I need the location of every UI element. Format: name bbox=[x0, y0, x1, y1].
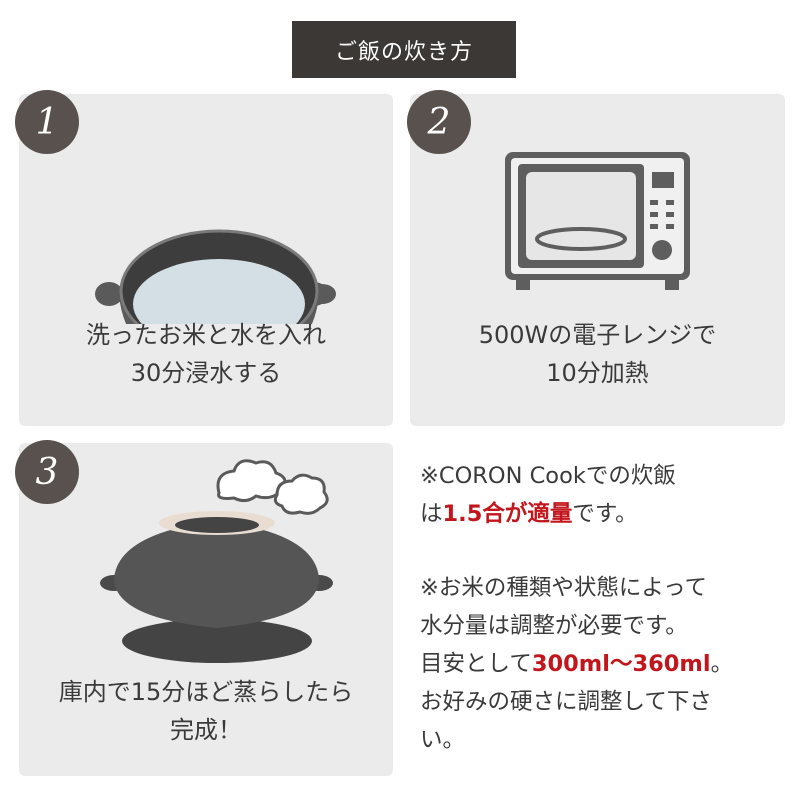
note-2-line-1: ※お米の種類や状態によって bbox=[420, 575, 708, 601]
note-2-line-4: お好みの硬さに調整して下さ bbox=[420, 689, 712, 715]
note-1-line-1: ※CORON Cookでの炊飯 bbox=[420, 463, 676, 489]
note-text: です。 bbox=[572, 501, 638, 527]
note-text: 。 bbox=[710, 651, 734, 677]
note-text: は bbox=[420, 501, 443, 527]
note-2-line-5: い。 bbox=[420, 727, 466, 753]
step-3-caption: 庫内で15分ほど蒸らしたら 完成！ bbox=[19, 673, 393, 749]
step-2-badge: 2 bbox=[407, 90, 471, 154]
highlight-amount: 1.5合が適量 bbox=[442, 501, 573, 527]
step-2-caption: 500Wの電子レンジで 10分加熱 bbox=[410, 316, 785, 392]
step-1-badge: 1 bbox=[15, 90, 79, 154]
note-2-line-3: 目安として300ml〜360ml。 bbox=[420, 647, 733, 682]
highlight-water: 300ml〜360ml bbox=[531, 651, 711, 677]
step-1-caption: 洗ったお米と水を入れ 30分浸水する bbox=[19, 316, 393, 392]
steaming-pot-illustration bbox=[100, 459, 333, 663]
step-3-line-1: 庫内で15分ほど蒸らしたら bbox=[58, 678, 354, 706]
microwave-illustration bbox=[505, 152, 690, 290]
step-3-badge: 3 bbox=[15, 440, 79, 504]
step-1-line-1: 洗ったお米と水を入れ bbox=[86, 321, 326, 349]
note-text: 目安として bbox=[420, 651, 532, 677]
note-2-line-2: 水分量は調整が必要です。 bbox=[420, 613, 688, 639]
step-3-card: 庫内で15分ほど蒸らしたら 完成！ bbox=[19, 443, 393, 776]
note-1-line-2: は1.5合が適量です。 bbox=[420, 497, 638, 532]
step-2-card: 500Wの電子レンジで 10分加熱 bbox=[410, 94, 785, 426]
step-1-line-2: 30分浸水する bbox=[130, 359, 282, 387]
page-title: ご飯の炊き方 bbox=[292, 21, 516, 78]
step-2-line-1: 500Wの電子レンジで bbox=[478, 321, 717, 349]
step-2-line-2: 10分加熱 bbox=[546, 359, 649, 387]
step-1-card: 洗ったお米と水を入れ 30分浸水する bbox=[19, 94, 393, 426]
step-3-line-2: 完成！ bbox=[170, 716, 242, 744]
rice-pot-illustration bbox=[95, 229, 336, 324]
